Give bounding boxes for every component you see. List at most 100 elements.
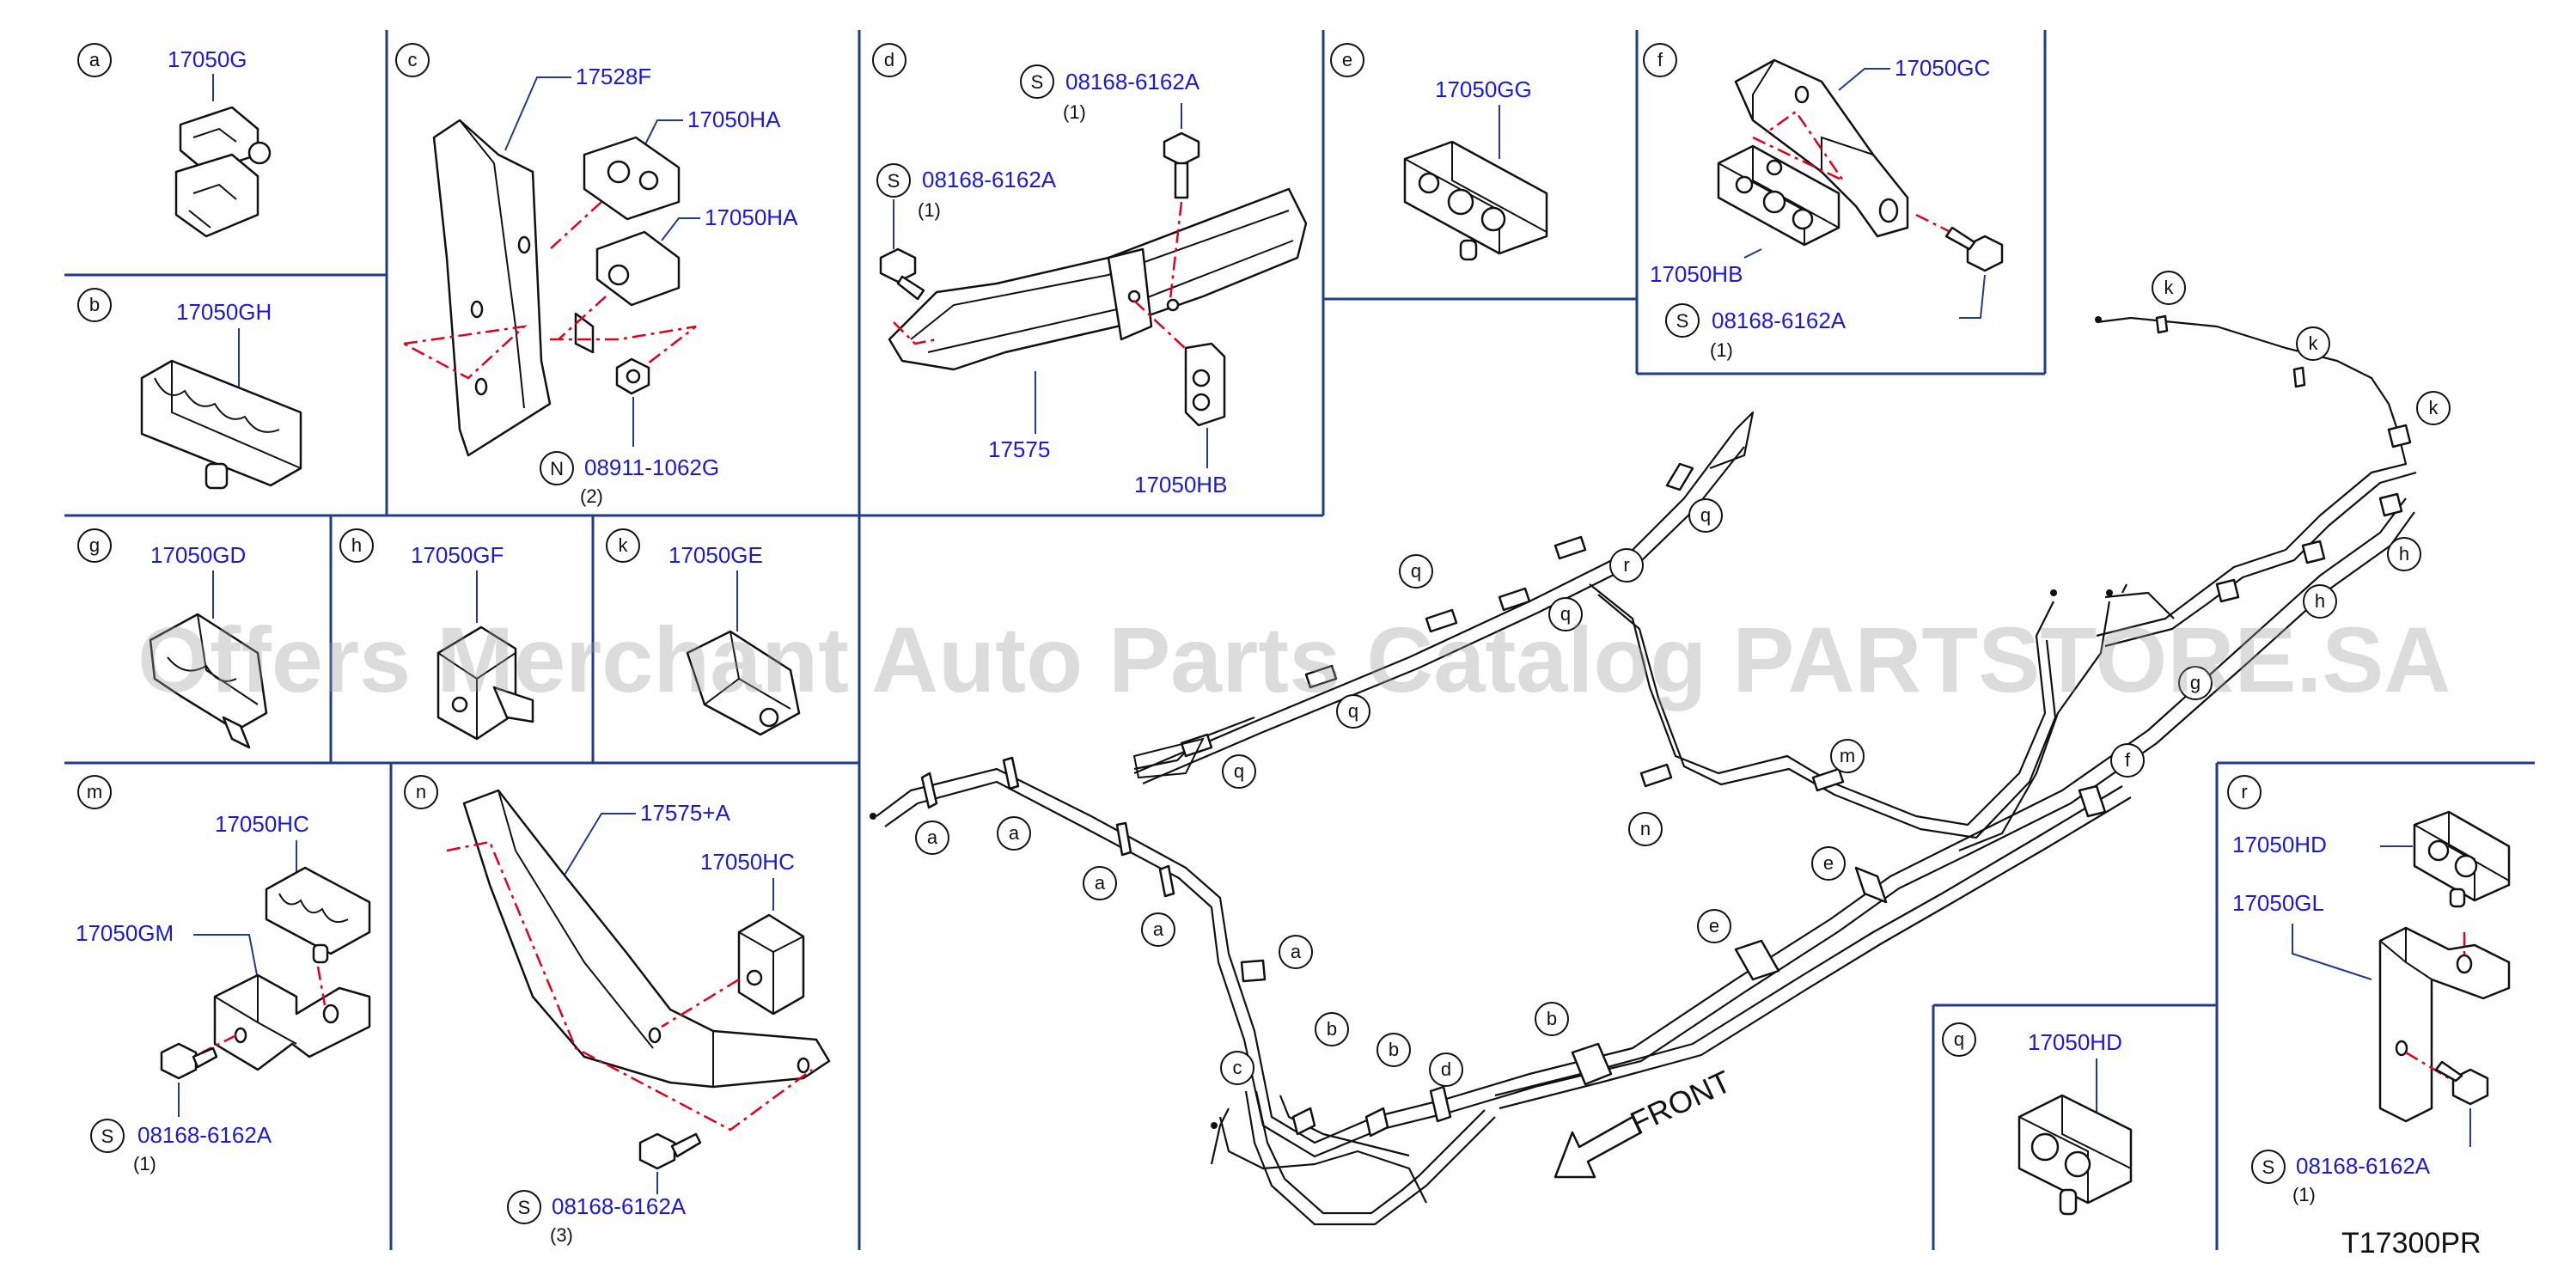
panel-h: h 17050GF bbox=[339, 528, 534, 741]
quantity: (1) bbox=[918, 199, 941, 221]
clip-icon bbox=[1403, 140, 1548, 261]
callout-r: r bbox=[1609, 548, 1644, 583]
svg-text:r: r bbox=[1623, 554, 1629, 576]
svg-text:c: c bbox=[1233, 1057, 1242, 1078]
part-number: 17050GD bbox=[150, 542, 246, 568]
svg-text:S: S bbox=[518, 1197, 531, 1218]
svg-text:g: g bbox=[89, 534, 100, 556]
prefix-s-icon: S bbox=[1665, 303, 1700, 338]
panel-letter-n: n bbox=[404, 775, 438, 809]
svg-text:h: h bbox=[2399, 543, 2409, 564]
svg-text:n: n bbox=[416, 781, 426, 802]
clip-icon bbox=[686, 630, 801, 736]
svg-text:q: q bbox=[1700, 504, 1711, 526]
svg-text:k: k bbox=[2429, 397, 2439, 418]
callout-c: c bbox=[1220, 1051, 1254, 1085]
part-number: 17050HA bbox=[687, 107, 781, 132]
quantity: (1) bbox=[1063, 101, 1086, 123]
svg-text:g: g bbox=[2190, 672, 2201, 693]
part-number: 17050HC bbox=[215, 811, 309, 837]
svg-text:S: S bbox=[1676, 310, 1689, 332]
prefix-n-icon: N bbox=[540, 451, 574, 485]
svg-text:f: f bbox=[2125, 749, 2131, 771]
svg-text:e: e bbox=[1709, 915, 1719, 936]
part-number: 17050GC bbox=[1895, 55, 1990, 81]
clip-icon bbox=[2413, 810, 2511, 908]
callout-h: h bbox=[2303, 584, 2337, 619]
clip-icon bbox=[574, 230, 681, 354]
part-number: 08168-6162A bbox=[2296, 1153, 2431, 1179]
callout-q: q bbox=[1548, 597, 1583, 631]
callout-h: h bbox=[2387, 537, 2421, 571]
svg-text:m: m bbox=[1840, 745, 1855, 766]
panel-e: e 17050GG bbox=[1330, 43, 1548, 261]
part-number: 17050HC bbox=[700, 849, 795, 875]
part-number: 17050GF bbox=[411, 542, 504, 568]
part-number: 08168-6162A bbox=[1712, 308, 1847, 333]
callout-b: b bbox=[1315, 1012, 1349, 1046]
prefix-s-icon: S bbox=[90, 1119, 125, 1153]
bolt-icon bbox=[638, 1132, 702, 1170]
callout-a: a bbox=[1141, 912, 1175, 947]
panel-r: r 17050HD 17050GL S 08168-6162A (1) bbox=[2227, 775, 2511, 1205]
part-number: 17050GL bbox=[2232, 890, 2324, 916]
watermark-text: Offers Merchant Auto Parts Catalog PARTS… bbox=[137, 607, 2451, 711]
panel-k: k 17050GE bbox=[606, 528, 801, 736]
svg-text:h: h bbox=[351, 534, 362, 556]
callout-g: g bbox=[2178, 666, 2213, 700]
callout-q: q bbox=[1688, 498, 1723, 533]
clip-icon bbox=[436, 625, 534, 741]
bolt-icon bbox=[2434, 1060, 2489, 1106]
panel-d: d S 08168-6162A (1) S 08168-6162A (1) 17… bbox=[872, 43, 1308, 497]
nut-icon bbox=[615, 357, 650, 395]
callout-a: a bbox=[1083, 866, 1117, 900]
callout-q: q bbox=[1336, 694, 1370, 729]
callout-b: b bbox=[1535, 1002, 1569, 1036]
quantity: (1) bbox=[1710, 339, 1733, 361]
svg-text:b: b bbox=[89, 294, 100, 315]
panel-b: b 17050GH bbox=[77, 288, 302, 490]
part-number: 08168-6162A bbox=[1065, 69, 1200, 95]
callout-k: k bbox=[2152, 271, 2186, 305]
svg-text:b: b bbox=[1389, 1039, 1399, 1060]
svg-text:f: f bbox=[1657, 49, 1663, 70]
part-number: 08168-6162A bbox=[922, 167, 1057, 192]
part-number: 08911-1062G bbox=[584, 454, 719, 480]
part-number: 17050HD bbox=[2232, 832, 2327, 857]
callout-a: a bbox=[1279, 935, 1313, 969]
part-number: 17575+A bbox=[640, 800, 730, 826]
svg-text:k: k bbox=[2164, 277, 2175, 298]
svg-text:S: S bbox=[101, 1126, 114, 1147]
bracket-icon bbox=[2378, 926, 2511, 1123]
svg-text:a: a bbox=[1291, 941, 1302, 962]
callout-e: e bbox=[1697, 909, 1731, 943]
part-number: 17575 bbox=[988, 436, 1050, 462]
part-number: 08168-6162A bbox=[552, 1193, 687, 1219]
callout-m: m bbox=[1830, 739, 1865, 773]
bracket-icon bbox=[213, 973, 371, 1071]
svg-text:b: b bbox=[1547, 1008, 1557, 1029]
panel-letter-k: k bbox=[606, 528, 640, 563]
svg-text:S: S bbox=[1031, 71, 1044, 93]
panel-m: m 17050HC 17050GM S 08168-6162A (1) bbox=[76, 775, 371, 1174]
svg-text:e: e bbox=[1823, 852, 1834, 874]
part-number: 17050GG bbox=[1435, 76, 1532, 102]
svg-text:a: a bbox=[927, 827, 938, 848]
svg-text:q: q bbox=[1348, 700, 1358, 722]
quantity: (2) bbox=[580, 485, 603, 507]
panel-letter-e: e bbox=[1330, 43, 1364, 77]
callout-e: e bbox=[1811, 846, 1846, 881]
panel-c: c 17528F 17050HA 17050HA N bbox=[395, 43, 798, 507]
part-number: 17528F bbox=[576, 64, 651, 89]
bolt-icon bbox=[1944, 226, 2004, 272]
callouts: a a a a a b b b c d e e f g h h k k k m … bbox=[915, 271, 2451, 1087]
clip-icon bbox=[737, 913, 805, 1016]
clip-icon bbox=[1717, 144, 1840, 247]
quantity: (1) bbox=[133, 1153, 156, 1174]
clip-icon bbox=[174, 106, 272, 238]
svg-text:q: q bbox=[1560, 603, 1571, 625]
svg-text:k: k bbox=[2309, 332, 2319, 354]
callout-k: k bbox=[2296, 326, 2330, 361]
callout-a: a bbox=[997, 816, 1031, 851]
